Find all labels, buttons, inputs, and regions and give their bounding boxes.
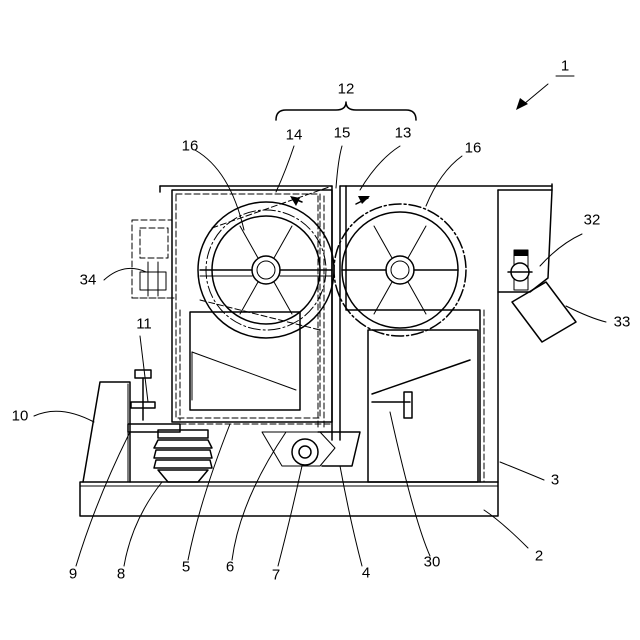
ref-label-1: 1 [561,58,569,75]
ref-label-9: 9 [69,566,77,583]
ref-label-16-right: 16 [465,140,482,157]
ref-label-3: 3 [551,472,559,489]
partition-15 [318,186,340,440]
ref-label-30: 30 [424,554,441,571]
right-wheel [334,196,466,336]
ref-label-14: 14 [286,127,303,144]
roller-7 [262,432,335,466]
ref-label-32: 32 [584,212,601,229]
ref-label-16-left: 16 [182,138,199,155]
horizontal-rod [128,424,180,432]
brace-12 [276,102,416,120]
ref-label-34: 34 [80,272,97,289]
ref-label-12: 12 [338,81,355,98]
motor-housing [83,382,130,482]
ref-label-13: 13 [395,125,412,142]
reference-numerals: 1 12 14 15 13 16 16 32 34 33 11 10 3 2 3… [12,58,631,584]
ref-label-2: 2 [535,548,543,565]
adjusting-post [131,370,155,420]
ref-label-6: 6 [226,559,234,576]
side-box-34 [132,220,176,298]
ref-label-11: 11 [136,316,152,333]
chute-30 [372,360,470,418]
ref-label-33: 33 [614,314,631,331]
ref-label-10: 10 [12,408,29,425]
right-frame [340,184,552,482]
ref-label-15: 15 [334,125,351,142]
box-33 [512,282,576,342]
ref-label-7: 7 [272,567,280,584]
ref-label-5: 5 [182,559,190,576]
valve-32 [508,250,532,290]
ref-label-8: 8 [117,566,125,583]
bellows [154,430,212,482]
left-wheel [198,186,334,338]
ref-label-4: 4 [362,565,370,582]
